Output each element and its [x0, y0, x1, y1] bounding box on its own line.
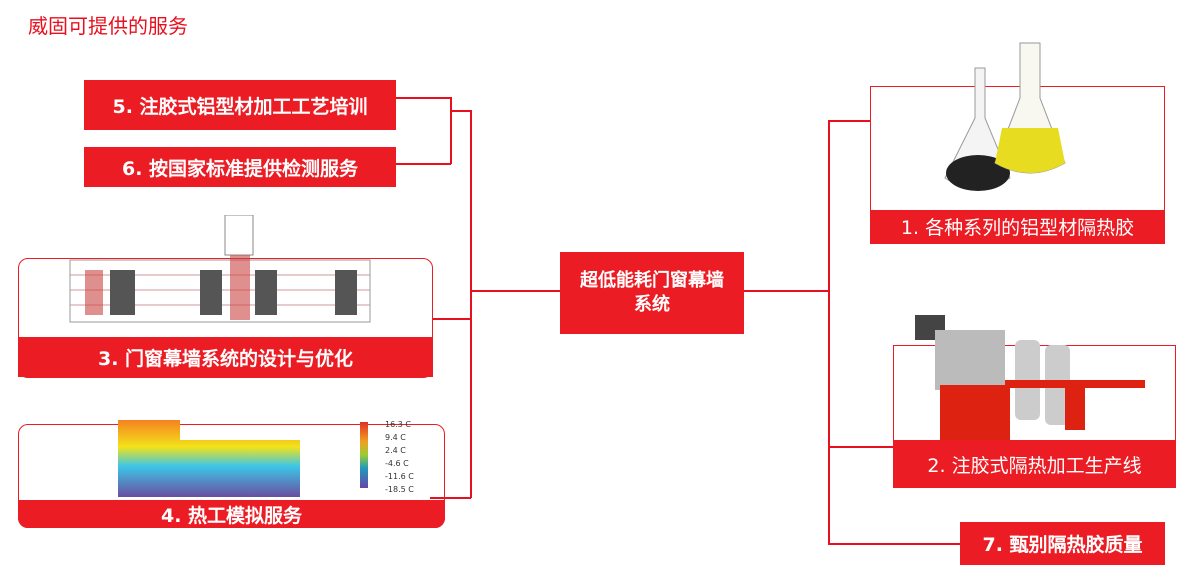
connector: [430, 497, 471, 499]
service-6: 6. 按国家标准提供检测服务: [84, 147, 396, 187]
service-4: 4. 热工模拟服务: [18, 500, 445, 528]
legend-label: -18.5 C: [385, 485, 414, 494]
connector: [396, 97, 451, 99]
connector: [828, 543, 960, 545]
thermal-simulation-image: [118, 420, 300, 497]
legend-colorbar: [360, 422, 368, 488]
service-3-panel: [18, 258, 433, 378]
legend-labels: 16.3 C 9.4 C 2.4 C -4.6 C -11.6 C -18.5 …: [385, 418, 414, 496]
legend-label: -4.6 C: [385, 459, 409, 468]
window-section-drawing: [69, 215, 371, 323]
connector: [432, 318, 471, 320]
connector: [744, 290, 829, 292]
connector: [470, 110, 472, 498]
legend-label: -11.6 C: [385, 472, 414, 481]
connector: [828, 120, 830, 544]
flasks-image: [944, 42, 1066, 191]
legend-label: 9.4 C: [385, 433, 406, 442]
service-1: 1. 各种系列的铝型材隔热胶: [870, 210, 1165, 243]
service-2: 2. 注胶式隔热加工生产线: [893, 440, 1176, 488]
production-line-image: [915, 315, 1145, 440]
connector: [828, 446, 893, 448]
center-node: 超低能耗门窗幕墙系统: [560, 252, 744, 334]
service-3: 3. 门窗幕墙系统的设计与优化: [18, 337, 433, 377]
page-title: 威固可提供的服务: [28, 14, 188, 38]
legend-label: 16.3 C: [385, 420, 411, 429]
connector: [470, 290, 560, 292]
connector: [450, 97, 452, 164]
legend-label: 2.4 C: [385, 446, 406, 455]
service-1-panel: [870, 86, 1165, 244]
service-7: 7. 甄别隔热胶质量: [960, 522, 1165, 565]
connector: [396, 163, 451, 165]
service-5: 5. 注胶式铝型材加工工艺培训: [84, 80, 396, 130]
connector: [450, 110, 471, 112]
connector: [828, 120, 870, 122]
